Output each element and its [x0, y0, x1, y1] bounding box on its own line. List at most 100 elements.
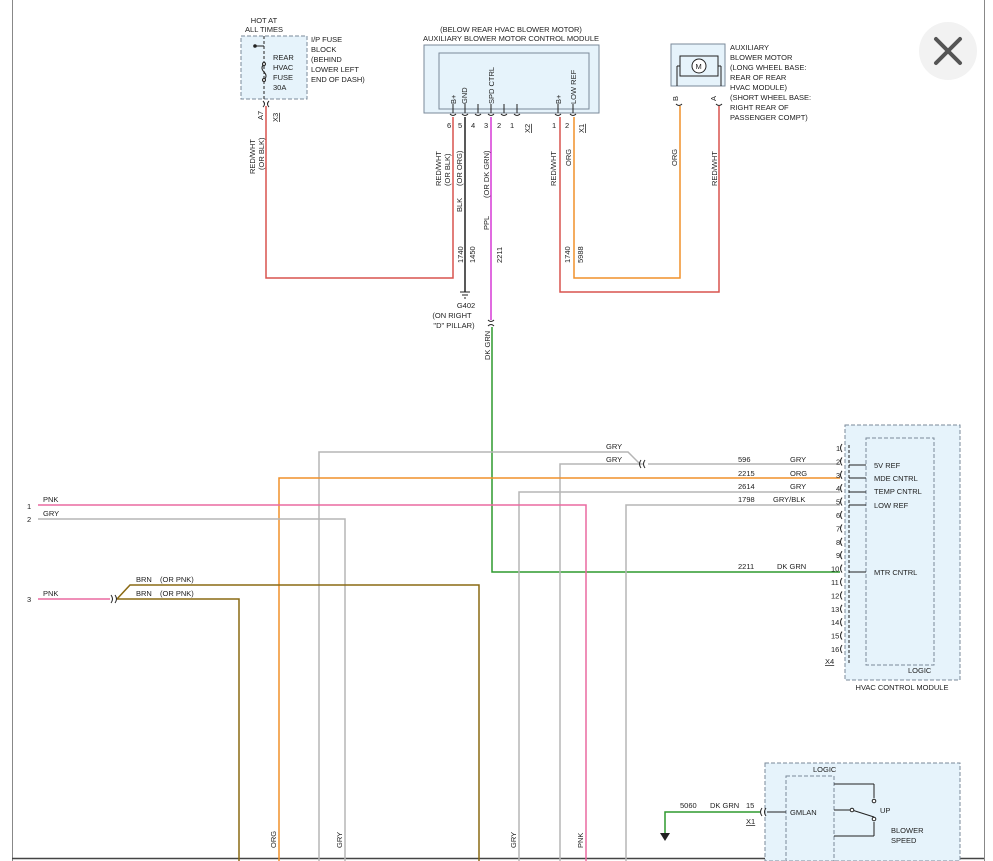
middle-wire-labels: GRY GRY 1 PNK 2 GRY 3 PNK BRN (OR PNK) B…	[27, 442, 807, 604]
switch-connector	[760, 807, 767, 817]
hvac-pin-terminal	[840, 631, 843, 640]
top-wire-labels: RED/WHT (OR BLK) BLK (OR ORG) 1740 1450 …	[434, 149, 719, 263]
blower-speed-switch: LOGIC GMLAN 5060 DK GRN 15 X1 UP BLOWER …	[660, 762, 961, 861]
motor-desc-line: RIGHT REAR OF	[730, 103, 789, 112]
module-pin5-num: 5	[458, 121, 462, 130]
switch-logic-box	[785, 775, 835, 861]
module-x1-pin2-num: 2	[565, 121, 569, 130]
wire-label: RED/WHT	[549, 151, 558, 186]
top-wires	[265, 106, 720, 320]
motor-pin-a: A	[709, 96, 718, 101]
middle-wires	[38, 327, 840, 861]
module-x1-pin2-func: LOW REF	[569, 69, 578, 104]
fuse-pin-label: A7	[256, 111, 265, 120]
module-pin6-num: 6	[447, 121, 451, 130]
wire-label: 1740	[563, 246, 572, 263]
hvac-connector-label: X4	[825, 657, 834, 666]
hvac-pin-number: 3	[836, 471, 840, 480]
wire-label: GRY	[43, 509, 59, 518]
wire-label: DK GRN	[483, 331, 492, 360]
hvac-func-temp: TEMP CNTRL	[874, 487, 922, 496]
motor-desc-line: BLOWER MOTOR	[730, 53, 793, 62]
motor-symbol: M	[696, 62, 702, 71]
ground-location-2: "D" PILLAR)	[433, 321, 475, 330]
switch-up-label: UP	[880, 806, 890, 815]
hvac-pin-terminal	[840, 497, 843, 506]
module-pin5-func: GND	[460, 87, 469, 104]
module-box-inner	[438, 52, 590, 110]
hvac-pin-number: 12	[831, 591, 839, 600]
hvac-logic-label: LOGIC	[908, 666, 932, 675]
hvac-func-mtr: MTR CNTRL	[874, 568, 917, 577]
hvac-pin-number: 4	[836, 484, 840, 493]
hvac-pin-number: 13	[831, 605, 839, 614]
fuse-block-label-2: BLOCK	[311, 45, 336, 54]
wire-label: (OR PNK)	[160, 589, 194, 598]
module-pin6-func: B+	[449, 94, 458, 104]
fuse-block-label: I/P FUSE	[311, 35, 342, 44]
module-pin4-num: 4	[471, 121, 475, 130]
module-x1-pin1-num: 1	[552, 121, 556, 130]
hvac-pin-number: 14	[831, 618, 839, 627]
wire-label: BLK	[455, 198, 464, 212]
wire-endpoint-num: 3	[27, 595, 31, 604]
wire-label: (OR DK GRN)	[482, 150, 491, 198]
wire-label: (OR PNK)	[160, 575, 194, 584]
wire-endpoint-num: 2	[27, 515, 31, 524]
hvac-pin-terminal	[840, 591, 843, 600]
fuse-block: HOT AT ALL TIMES REAR HVAC FUSE 30A I/P …	[240, 16, 365, 174]
motor-pin-b: B	[671, 96, 680, 101]
module-title: AUXILIARY BLOWER MOTOR CONTROL MODULE	[423, 34, 599, 43]
wire-label: PPL	[482, 216, 491, 230]
module-connector-x2: X2	[523, 124, 532, 133]
fuse-connector-label: X3	[271, 113, 280, 122]
fuse-connector-symbol	[262, 100, 270, 108]
close-icon	[934, 37, 962, 65]
module-location: (BELOW REAR HVAC BLOWER MOTOR)	[440, 25, 582, 34]
wire-2215-org	[278, 477, 840, 861]
hvac-pin-number: 9	[836, 551, 840, 560]
wire-label: 5988	[576, 246, 585, 263]
switch-blower-label: BLOWER	[891, 826, 924, 835]
fuse-hot-label-2: ALL TIMES	[245, 25, 283, 34]
wire-label: RED/WHT	[434, 151, 443, 186]
hvac-pin-number: 8	[836, 538, 840, 547]
wire-circuit: 2614	[738, 482, 755, 491]
fuse-wire-color: RED/WHT	[248, 139, 257, 174]
wire-circuit: 596	[738, 455, 751, 464]
hvac-func-5vref: 5V REF	[874, 461, 901, 470]
hvac-pin-terminal	[840, 550, 843, 560]
wire-label: GRY/BLK	[773, 495, 805, 504]
wire-1740-motor	[559, 106, 720, 293]
hvac-title: HVAC CONTROL MODULE	[856, 683, 949, 692]
wire-circuit: 2215	[738, 469, 755, 478]
wire-gry-top	[318, 451, 641, 861]
hvac-pin-terminal	[840, 483, 843, 493]
wire-gry-2	[38, 518, 346, 861]
hvac-pin-terminal	[840, 524, 843, 533]
wire-5060-dkgrn	[664, 811, 760, 835]
wire-gry-mid	[559, 463, 643, 861]
wire-label: (OR ORG)	[455, 150, 464, 186]
wire-2614-gry	[518, 491, 840, 861]
fuse-block-label-5: END OF DASH)	[311, 75, 365, 84]
wire-label: GRY	[606, 455, 622, 464]
fuse-block-label-4: LOWER LEFT	[311, 65, 359, 74]
bottom-wire-labels: ORG GRY GRY PNK	[269, 831, 585, 848]
hvac-func-mde: MDE CNTRL	[874, 474, 918, 483]
hvac-pin-terminal	[840, 443, 843, 453]
wire-brn-2	[117, 598, 240, 861]
hvac-pin-terminal	[840, 537, 843, 547]
fuse-terminal-bottom	[262, 78, 266, 82]
blower-motor: M AUXILIARY BLOWER MOTOR (LONG WHEEL BAS…	[670, 43, 811, 122]
wire-endpoint-num: 1	[27, 502, 31, 511]
close-button[interactable]	[919, 22, 977, 80]
wire-1798-grybk	[625, 504, 840, 861]
switch-speed-label: SPEED	[891, 836, 917, 845]
switch-connector-label: X1	[746, 817, 755, 826]
fuse-terminal-top	[262, 62, 266, 66]
hvac-func-lowref: LOW REF	[874, 501, 909, 510]
